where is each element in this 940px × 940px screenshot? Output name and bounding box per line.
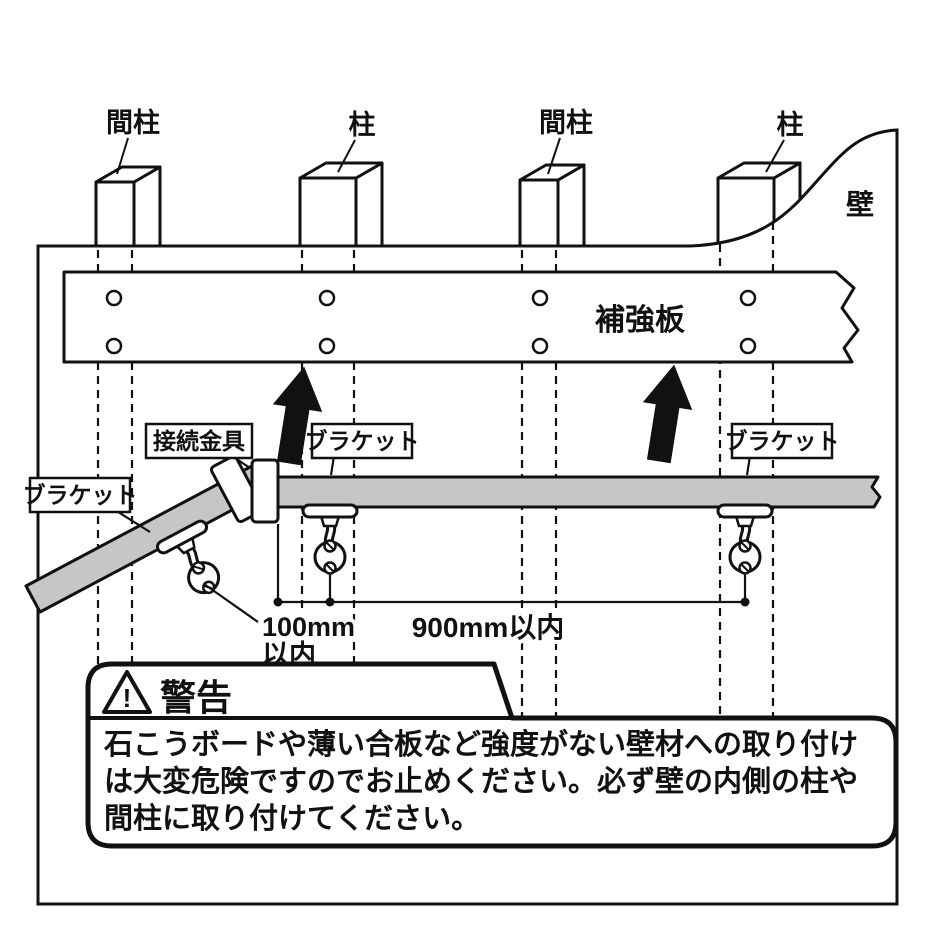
callout-bracket-left-label: ブラケット — [23, 482, 138, 508]
screw-hole — [739, 289, 757, 307]
warning-box: ! 警告 石こうボードや薄い合板など強度がない壁材への取り付け は大変危険ですの… — [85, 661, 899, 849]
screw-hole — [318, 337, 336, 355]
dimension-dots — [273, 597, 750, 607]
callout-box-bracket-mid — [310, 422, 414, 460]
dimension-lines — [203, 524, 747, 623]
stud-label-3: 間柱 — [539, 108, 593, 138]
reinforcement-board: 補強板 — [62, 270, 860, 364]
screw-hole — [105, 337, 123, 355]
leader-bracket-diagonal — [203, 583, 259, 623]
warning-line-2: は大変危険ですのでお止めください。必ず壁の内側の柱や — [104, 764, 858, 798]
stud-label-2: 柱 — [349, 110, 376, 140]
stud-3 — [518, 163, 586, 254]
connector-fitting — [209, 454, 280, 524]
screw-hole — [318, 289, 336, 307]
warning-title: 警告 — [160, 677, 232, 718]
warning-triangle-icon — [102, 670, 152, 714]
screw-hole — [105, 289, 123, 307]
callout-texts: ブラケット 接続金具 ブラケット ブラケット — [23, 428, 840, 508]
dim-900: 900mm以内 — [412, 612, 565, 643]
screw-hole — [531, 289, 549, 307]
wall-label: 壁 — [846, 189, 874, 220]
callout-box-bracket-left — [28, 476, 132, 514]
callout-box-connector — [144, 422, 254, 460]
mount-arrow-right — [642, 364, 693, 464]
stud-label-4: 柱 — [777, 110, 804, 140]
stud-leader-lines — [116, 137, 785, 175]
warning-icon-mark: ! — [123, 683, 132, 713]
studs-group — [94, 161, 802, 254]
warning-box-outline — [85, 661, 899, 849]
stud-label-1: 間柱 — [106, 108, 160, 138]
stud-1 — [94, 165, 162, 254]
stud-2 — [298, 161, 384, 254]
callout-boxes — [28, 422, 834, 514]
board-screw-holes — [105, 289, 757, 355]
screw-hole — [739, 337, 757, 355]
mount-arrow-left — [272, 366, 323, 466]
board-label: 補強板 — [594, 304, 685, 337]
callout-bracket-right-label: ブラケット — [725, 428, 840, 454]
screw-hole — [531, 337, 549, 355]
handrail-horizontal — [266, 475, 882, 509]
warning-line-1: 石こうボードや薄い合板など強度がない壁材への取り付け — [103, 727, 858, 761]
callout-connector-label: 接続金具 — [153, 428, 245, 454]
dim-100-value: 100mm — [262, 612, 355, 642]
callout-box-bracket-right — [730, 422, 834, 460]
warning-line-3: 間柱に取り付けてください。 — [104, 802, 480, 835]
callout-bracket-mid-label: ブラケット — [305, 428, 420, 454]
